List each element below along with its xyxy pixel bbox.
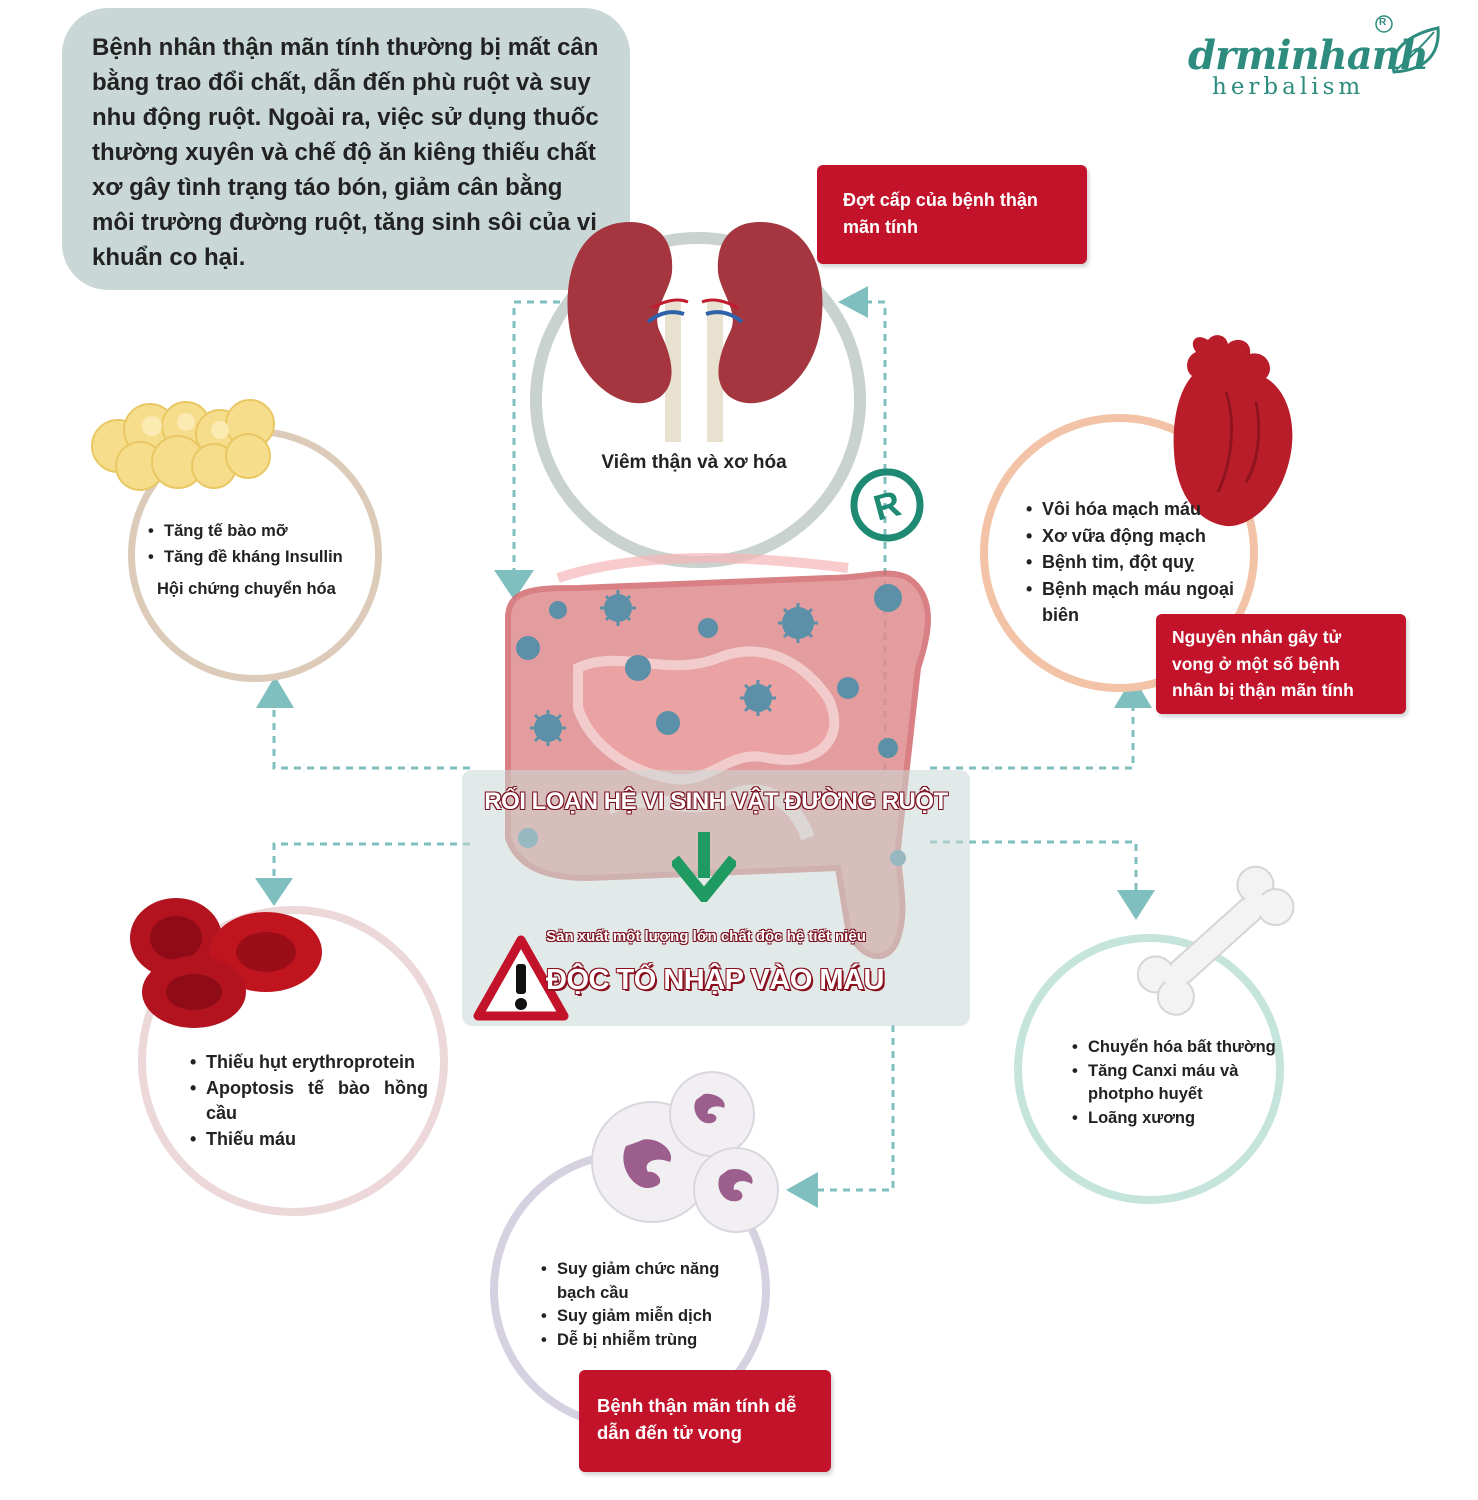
fat-label: Hội chứng chuyển hóa: [157, 580, 336, 598]
fat-cells-icon: [91, 399, 275, 491]
gut-main: ĐỘC TỐ NHẬP VÀO MÁU: [546, 964, 884, 996]
wbc-red-note-text: Bệnh thận mãn tính dễ dẫn đến tử vong: [597, 1395, 797, 1443]
fat-list: Tăng tế bào mỡ Tăng đề kháng Insullin: [146, 518, 343, 570]
connector-gut-to-blood: [272, 842, 470, 880]
blood-item: Thiếu máu: [190, 1127, 428, 1153]
connector-kidney-to-gut: [512, 300, 560, 570]
kidney-red-note: Đợt cấp của bệnh thận mãn tính: [817, 165, 1087, 264]
wbc-red-note: Bệnh thận mãn tính dễ dẫn đến tử vong: [579, 1370, 831, 1472]
registered-mark: R: [1379, 17, 1387, 28]
heart-red-note-text: Nguyên nhân gây tử vong ở một số bệnh nh…: [1172, 627, 1354, 700]
leaf-icon: [1375, 15, 1440, 74]
fat-item: Tăng tế bào mỡ: [148, 518, 343, 544]
registered-circle-icon: R: [850, 468, 924, 542]
connector-gut-to-bone: [930, 840, 1138, 892]
kidney-icon: [567, 222, 823, 442]
blood-list: Thiếu hụt erythroprotein Apoptosis tế bà…: [188, 1050, 428, 1152]
intro-box: Bệnh nhân thận mãn tính thường bị mất câ…: [62, 8, 630, 290]
bone-item: Loãng xương: [1072, 1107, 1284, 1131]
connector-gut-to-heart: [930, 705, 1135, 770]
heart-item: Vôi hóa mạch máu: [1026, 496, 1260, 523]
arrowhead-down-blood: [255, 878, 293, 906]
arrowhead-up-fat: [256, 676, 294, 708]
intro-text: Bệnh nhân thận mãn tính thường bị mất câ…: [92, 34, 599, 271]
wbc-item: Dễ bị nhiễm trùng: [541, 1329, 757, 1353]
gut-subtitle: Sản xuất một lượng lớn chất độc hệ tiết …: [546, 928, 866, 945]
arrowhead-up-heart: [1114, 676, 1152, 708]
arrowhead-down-gut: [494, 570, 534, 600]
bone-list: Chuyển hóa bất thường Tăng Canxi máu và …: [1070, 1036, 1284, 1130]
heart-icon: [1173, 335, 1293, 527]
connector-gut-to-fat: [272, 705, 470, 770]
red-blood-cells-icon: [130, 898, 322, 1028]
wbc-item: Suy giảm chức năng bạch cầu: [541, 1258, 757, 1305]
brand-logo: drminhanh herbalism R: [1188, 14, 1458, 104]
heart-item: Bệnh tim, đột quỵ: [1026, 549, 1260, 576]
blood-item: Thiếu hụt erythroprotein: [190, 1050, 428, 1076]
heart-item: Bệnh mạch máu ngoại biên: [1026, 576, 1260, 629]
kidney-label: Viêm thận và xơ hóa: [601, 452, 787, 473]
connector-gut-to-wbc: [818, 1025, 895, 1192]
arrowhead-left-kidney: [838, 286, 868, 318]
logo-word-herbalism: herbalism: [1212, 74, 1365, 100]
white-blood-cells-icon: [591, 1071, 779, 1233]
bone-item: Tăng Canxi máu và photpho huyết: [1072, 1060, 1284, 1107]
bone-icon: [1136, 865, 1295, 1016]
heart-list: Vôi hóa mạch máu Xơ vữa động mạch Bệnh t…: [1024, 496, 1260, 629]
heart-item: Xơ vữa động mạch: [1026, 523, 1260, 550]
kidney-red-note-text: Đợt cấp của bệnh thận mãn tính: [843, 190, 1038, 237]
heart-red-note: Nguyên nhân gây tử vong ở một số bệnh nh…: [1156, 614, 1406, 714]
arrow-down-icon: [672, 832, 736, 902]
bone-item: Chuyển hóa bất thường: [1072, 1036, 1284, 1060]
arrowhead-down-bone: [1117, 890, 1155, 920]
svg-text:R: R: [869, 482, 905, 528]
blood-item: Apoptosis tế bào hồng cầu: [190, 1076, 428, 1127]
logo-word-drminhanh: drminhanh: [1188, 32, 1429, 79]
gut-title: RỐI LOẠN HỆ VI SINH VẬT ĐƯỜNG RUỘT: [484, 788, 948, 815]
wbc-item: Suy giảm miễn dịch: [541, 1305, 757, 1329]
fat-item: Tăng đề kháng Insullin: [148, 544, 343, 570]
wbc-list: Suy giảm chức năng bạch cầu Suy giảm miễ…: [539, 1258, 757, 1352]
warning-icon: [473, 935, 569, 1021]
arrowhead-left-wbc: [786, 1172, 818, 1208]
